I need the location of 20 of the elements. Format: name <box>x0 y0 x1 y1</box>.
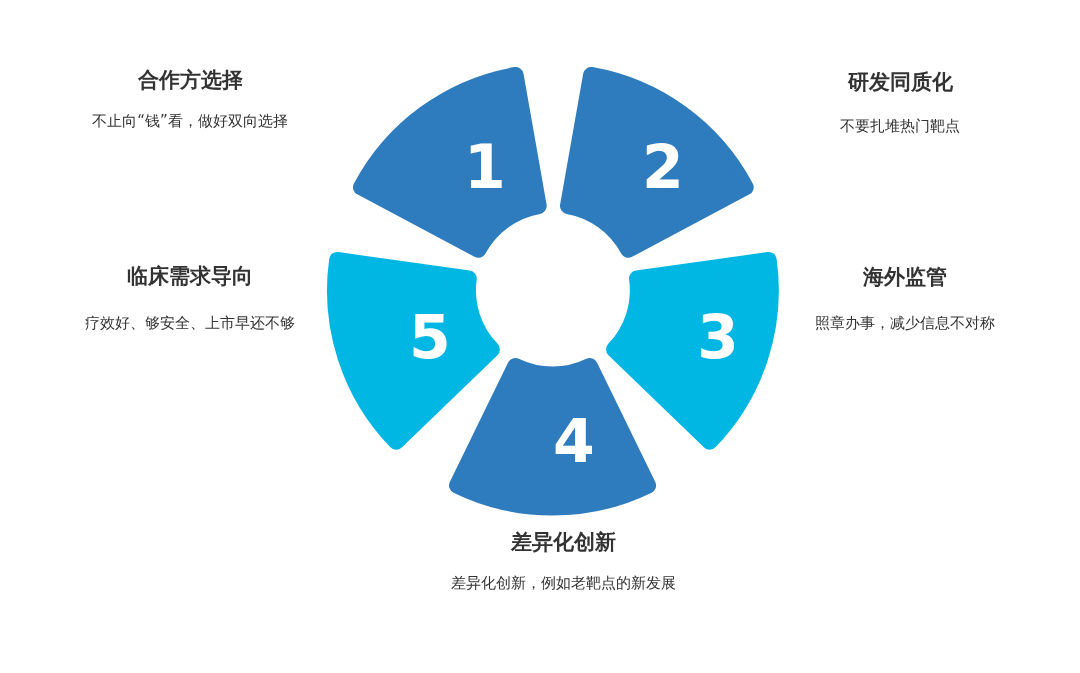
ring-segment <box>326 250 501 451</box>
item-heading: 海外监管 <box>863 264 947 291</box>
item-heading: 差异化创新 <box>510 529 616 556</box>
ring-segment <box>605 250 780 451</box>
item-description: 不要扎堆热门靶点 <box>840 117 960 136</box>
item-heading: 研发同质化 <box>847 69 953 96</box>
item-heading: 合作方选择 <box>137 67 243 94</box>
item-description: 不止向“钱”看，做好双向选择 <box>92 112 288 131</box>
item-description: 疗效好、够安全、上市早还不够 <box>85 314 295 333</box>
segment-number: 4 <box>553 411 595 472</box>
segment-number: 2 <box>642 137 684 198</box>
ring-segment <box>558 66 755 260</box>
segment-number: 3 <box>697 306 739 367</box>
segment-number: 5 <box>408 306 451 367</box>
ring-segment <box>351 66 548 260</box>
item-description: 照章办事，减少信息不对称 <box>815 314 995 333</box>
item-heading: 临床需求导向 <box>127 263 253 290</box>
ring-segment <box>448 357 658 517</box>
segment-number: 1 <box>463 137 506 198</box>
item-description: 差异化创新，例如老靶点的新发展 <box>450 574 676 593</box>
